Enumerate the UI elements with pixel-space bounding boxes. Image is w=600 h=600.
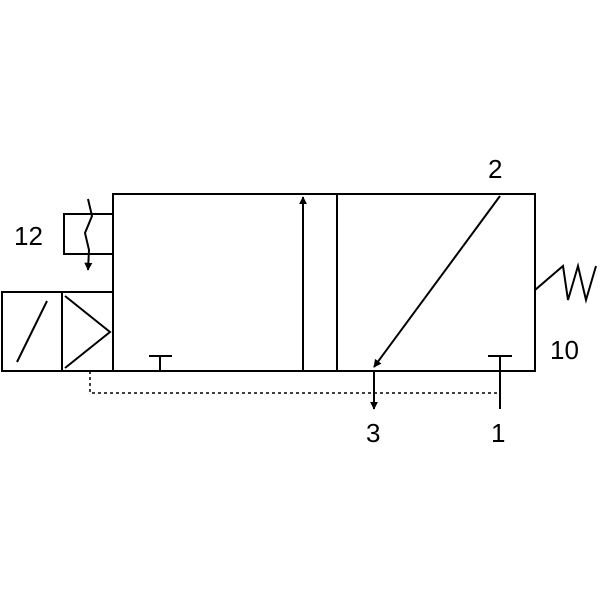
pilot-supply-icon: [63, 198, 114, 271]
right-position-block: [488, 355, 512, 371]
pilot-line-dashed: [89, 371, 500, 394]
valve-body: [112, 193, 536, 372]
port-3-label: 3: [366, 418, 380, 448]
port-2-label: 2: [488, 154, 502, 184]
pilot-actuator-icon: [61, 291, 114, 372]
port-1-label: 1: [491, 418, 505, 448]
return-spring-icon: [534, 262, 597, 304]
port-10-label: 10: [550, 335, 579, 365]
right-position-flow-arrow: [373, 195, 501, 368]
port-12-label: 12: [14, 221, 43, 251]
solenoid-actuator-icon: [1, 291, 63, 372]
left-position-block: [149, 355, 172, 371]
